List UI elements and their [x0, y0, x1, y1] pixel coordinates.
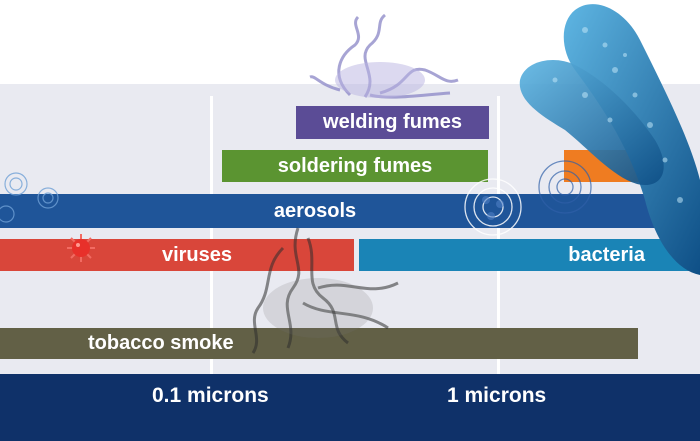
- bacteria-icon: [519, 4, 700, 276]
- bacteria-label: bacteria: [568, 243, 645, 266]
- aerosols-label: aerosols: [273, 199, 357, 222]
- tick-label-0-1-microns: 0.1 microns: [152, 384, 269, 407]
- virus-icon: [67, 234, 95, 262]
- size-axis: [0, 374, 700, 441]
- particle-cluster-icon: [0, 172, 59, 223]
- aerosols-bar: aerosols: [0, 194, 700, 228]
- gridline-0-1-microns: [210, 96, 213, 374]
- particle-cluster-icon: [538, 160, 592, 214]
- particle-cluster-icon: [464, 178, 522, 236]
- welding-fumes-label: welding fumes: [323, 111, 462, 133]
- soldering-fumes-bar: soldering fumes: [222, 150, 488, 182]
- soldering-fumes-label: soldering fumes: [277, 154, 433, 177]
- tobacco-smoke-bar: tobacco smoke: [0, 328, 638, 359]
- tick-label-1-micron: 1 microns: [447, 384, 547, 407]
- tobacco-smoke-label: tobacco smoke: [88, 332, 234, 354]
- welding-smoke-icon: [309, 13, 459, 99]
- welding-fumes-bar: welding fumes: [296, 106, 489, 139]
- bacteria-bar: bacteria: [359, 239, 700, 271]
- tobacco-smoke-icon: [251, 227, 399, 354]
- viruses-label: viruses: [161, 243, 233, 266]
